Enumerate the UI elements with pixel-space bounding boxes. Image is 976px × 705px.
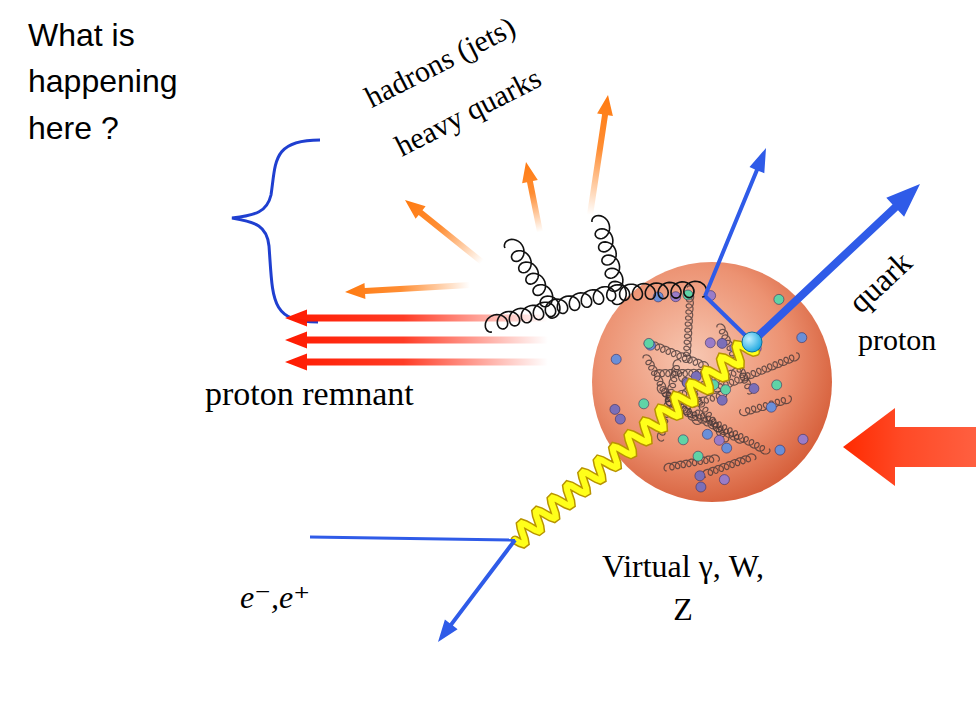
inner-gluon bbox=[740, 396, 792, 416]
inner-parton bbox=[644, 338, 654, 348]
inner-parton bbox=[717, 395, 727, 405]
inner-parton bbox=[705, 338, 715, 348]
inner-parton bbox=[749, 384, 759, 394]
remnant-arrow bbox=[285, 354, 548, 371]
inner-parton bbox=[702, 429, 712, 439]
particle-label: Virtual γ, W, Z bbox=[598, 545, 768, 631]
inner-parton bbox=[695, 471, 705, 481]
particle-label: e⁻,e⁺ bbox=[240, 578, 310, 616]
particle-label: quark bbox=[840, 243, 919, 321]
inner-parton bbox=[693, 451, 703, 461]
inner-gluon bbox=[664, 455, 719, 471]
curly-brace bbox=[232, 140, 320, 322]
quark-arrow bbox=[749, 184, 920, 345]
inner-parton bbox=[719, 475, 729, 485]
particle-arrows bbox=[285, 95, 976, 486]
inner-parton bbox=[639, 399, 649, 409]
gluon-coil bbox=[504, 239, 560, 318]
virtual-boson bbox=[515, 345, 756, 545]
hadron-arrow bbox=[345, 282, 470, 299]
inner-parton bbox=[775, 445, 785, 455]
particle-label: proton bbox=[858, 322, 936, 358]
incoming-lepton bbox=[310, 537, 515, 540]
quark-arrow bbox=[703, 148, 766, 297]
inner-parton bbox=[714, 435, 724, 445]
proton-arrow bbox=[843, 408, 976, 486]
inner-parton bbox=[721, 385, 731, 395]
inner-parton bbox=[774, 294, 784, 304]
inner-gluon bbox=[690, 407, 770, 454]
inner-parton bbox=[610, 404, 620, 414]
inner-parton bbox=[717, 338, 727, 348]
inner-parton bbox=[611, 354, 621, 364]
inner-gluon bbox=[643, 355, 674, 407]
gluon-coil bbox=[485, 287, 615, 332]
hadron-arrow bbox=[587, 95, 613, 215]
inner-parton bbox=[722, 443, 732, 453]
boson-wave bbox=[515, 345, 756, 545]
gluon-lines bbox=[485, 216, 707, 333]
question-note: What is happening here ? bbox=[28, 12, 200, 151]
outgoing-lepton bbox=[438, 539, 517, 642]
particle-label: proton remnant bbox=[205, 374, 414, 415]
hadron-arrow bbox=[522, 162, 543, 233]
boson-outline bbox=[515, 345, 756, 545]
inner-parton bbox=[798, 434, 808, 444]
remnant-arrow bbox=[285, 332, 548, 349]
inner-parton bbox=[772, 380, 782, 390]
inner-parton bbox=[678, 435, 688, 445]
struck-quark bbox=[742, 332, 762, 352]
inner-parton bbox=[797, 333, 807, 343]
inner-parton bbox=[615, 414, 625, 424]
inner-parton bbox=[766, 402, 776, 412]
inner-parton bbox=[696, 482, 706, 492]
hadron-arrow bbox=[405, 200, 484, 264]
